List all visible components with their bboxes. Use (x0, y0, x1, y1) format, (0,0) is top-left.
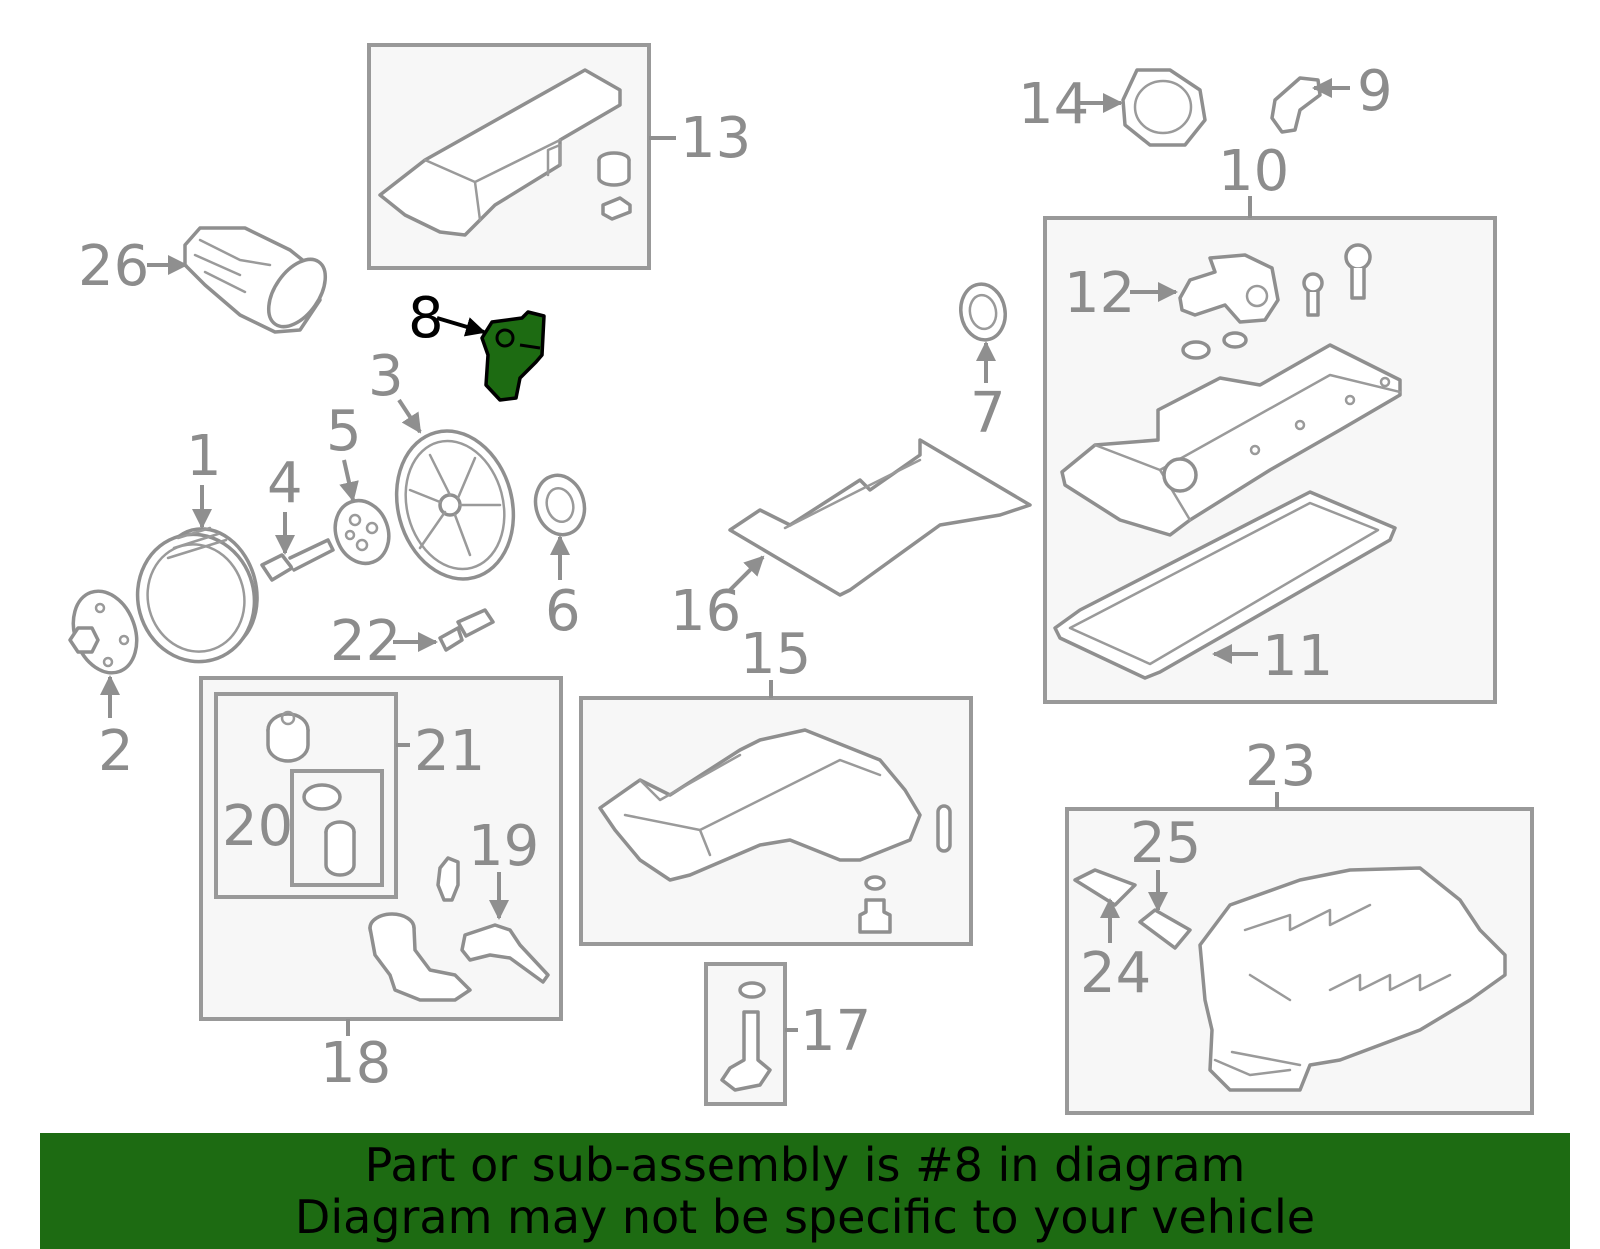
callout-4: 4 (267, 451, 303, 516)
part-2-hub[interactable] (62, 582, 147, 681)
callout-21: 21 (414, 719, 485, 784)
callout-9: 9 (1357, 59, 1393, 124)
callout-19: 19 (468, 814, 539, 879)
part-3-wheel[interactable] (381, 418, 530, 592)
callout-5: 5 (326, 399, 362, 464)
banner-line-2: Diagram may not be specific to your vehi… (294, 1190, 1316, 1244)
callout-10: 10 (1218, 139, 1289, 204)
callout-20: 20 (222, 794, 293, 859)
part-10-valve-cover[interactable] (1060, 343, 1402, 537)
callout-24: 24 (1080, 941, 1151, 1006)
part-15-oil-pan[interactable] (598, 728, 952, 934)
callout-14: 14 (1018, 72, 1089, 137)
part-23-engine-cover[interactable] (1198, 866, 1507, 1092)
callout-12: 12 (1064, 261, 1135, 326)
part-19-bracket[interactable] (460, 923, 550, 984)
info-banner: Part or sub-assembly is #8 in diagram Di… (40, 1133, 1570, 1249)
part-1-pulley[interactable] (123, 518, 270, 675)
callout-1: 1 (186, 424, 222, 489)
callout-16: 16 (670, 579, 741, 644)
part-21-filter-cap[interactable] (266, 710, 310, 763)
part-16-gasket[interactable] (728, 438, 1032, 597)
callout-26: 26 (78, 234, 149, 299)
part-13-engine-cover[interactable] (378, 68, 632, 237)
callout-3: 3 (368, 344, 404, 409)
part-17-dipstick[interactable] (720, 981, 772, 1092)
callout-18: 18 (320, 1031, 391, 1096)
part-9-sensor[interactable] (1270, 76, 1322, 134)
callout-11: 11 (1262, 624, 1333, 689)
part-11-gasket[interactable] (1053, 490, 1397, 680)
part-20-filter[interactable] (302, 783, 356, 877)
callout-8: 8 (408, 286, 444, 351)
callout-13: 13 (680, 106, 751, 171)
callout-6: 6 (545, 579, 581, 644)
callout-25: 25 (1130, 811, 1201, 876)
part-12-housing[interactable] (1178, 253, 1280, 360)
callout-17: 17 (800, 999, 871, 1064)
part-6-seal[interactable] (529, 470, 591, 540)
callout-2: 2 (98, 719, 134, 784)
part-18-filter-housing[interactable] (368, 856, 472, 1002)
part-14-gasket-ring[interactable] (1121, 68, 1207, 147)
banner-line-1: Part or sub-assembly is #8 in diagram (364, 1138, 1246, 1192)
leader-lines (100, 78, 1350, 1036)
part-24-pad[interactable] (1073, 868, 1137, 907)
callout-7: 7 (970, 381, 1006, 446)
part-4-bolt[interactable] (260, 538, 335, 582)
part-8-sensor-highlighted[interactable] (480, 310, 546, 402)
callout-22: 22 (330, 609, 401, 674)
part-26-intake-boot[interactable] (183, 226, 337, 337)
part-25-pad[interactable] (1138, 908, 1192, 950)
bolt-icons-box-10 (1302, 243, 1372, 317)
part-5-washer[interactable] (327, 493, 398, 571)
part-22-sensor[interactable] (438, 608, 495, 652)
callout-15: 15 (740, 622, 811, 687)
callout-23: 23 (1245, 734, 1316, 799)
part-7-seal[interactable] (956, 281, 1009, 344)
